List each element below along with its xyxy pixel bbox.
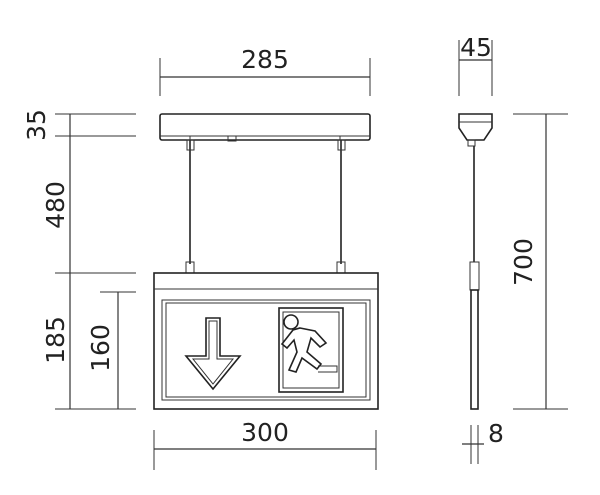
side-panel (469, 146, 480, 410)
dim-160-label: 160 (86, 324, 115, 372)
dim-480-label: 480 (41, 181, 70, 229)
dim-8-label: 8 (488, 419, 504, 448)
side-canopy (458, 113, 493, 147)
dim-700-label: 700 (509, 238, 538, 286)
dim-side-depth: 45 (458, 33, 493, 96)
dim-285-label: 285 (241, 45, 289, 74)
front-view: 285 (22, 45, 379, 470)
dim-front-width-bottom: 300 (153, 418, 377, 470)
canopy (159, 113, 371, 142)
dim-left-heights: 35 480 185 160 (22, 109, 136, 410)
exit-sign-panel (153, 272, 379, 410)
dim-35-label: 35 (22, 109, 51, 141)
dim-total-height: 700 (509, 113, 568, 410)
running-man-exit-icon (278, 307, 344, 393)
down-arrow-icon (184, 317, 242, 391)
side-view: 45 700 8 (458, 33, 568, 464)
suspension-wires (185, 139, 346, 274)
dim-185-label: 185 (41, 316, 70, 364)
dim-45-label: 45 (460, 33, 492, 62)
dim-300-label: 300 (241, 418, 289, 447)
dim-panel-thickness: 8 (462, 419, 504, 464)
dim-front-width-top: 285 (159, 45, 371, 96)
